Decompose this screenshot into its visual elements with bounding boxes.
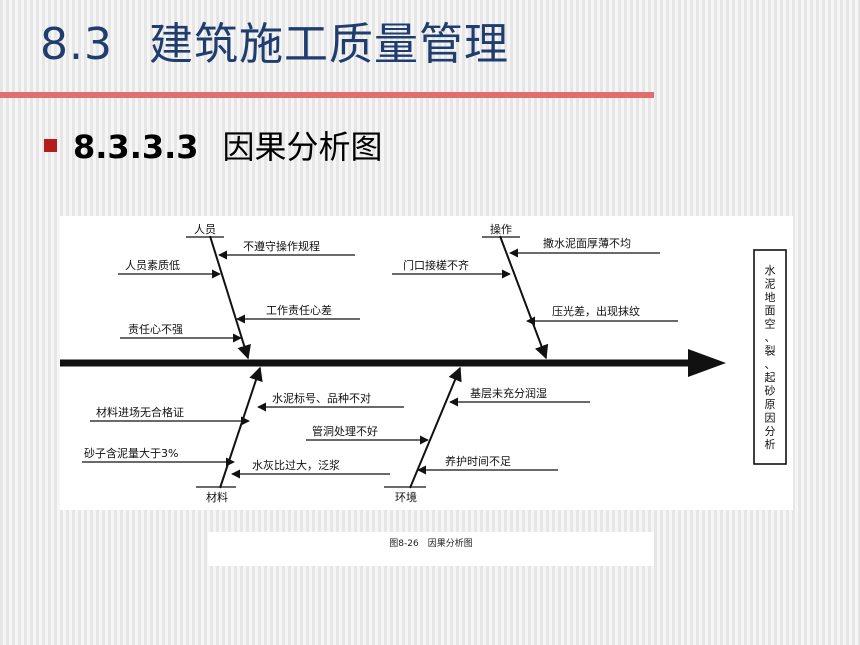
cause-text: 基层未充分润湿	[470, 386, 547, 400]
bone-personnel	[209, 235, 251, 360]
category-label-personnel: 人员	[194, 223, 216, 236]
figure-caption: 图8-26 因果分析图	[389, 539, 473, 549]
cause-text: 责任心不强	[128, 323, 183, 336]
subsection-number: 8.3.3.3	[73, 128, 199, 166]
slide-title: 8.3 建筑施工质量管理	[40, 8, 509, 72]
caption-box: 图8-26 因果分析图	[208, 532, 654, 566]
section-number: 8.3	[40, 19, 113, 70]
section-title: 建筑施工质量管理	[148, 19, 509, 70]
bone-material	[219, 366, 263, 489]
cause-text: 砂子含泥量大于3%	[84, 446, 178, 460]
cause-text: 不遵守操作规程	[243, 239, 320, 253]
cause-text: 门口接槎不齐	[403, 258, 469, 272]
effect-text: 水泥地面空、裂、起砂原因分析	[765, 264, 776, 451]
spine-arrowhead	[688, 349, 726, 377]
cause-text: 工作责任心差	[266, 303, 332, 317]
cause-text: 人员素质低	[125, 259, 180, 272]
bullet-square-icon	[44, 138, 57, 152]
title-underline	[0, 92, 654, 98]
cause-text: 管洞处理不好	[312, 424, 378, 438]
cause-text: 撒水泥面厚薄不均	[543, 236, 631, 250]
fishbone-diagram: 水泥地面空、裂、起砂原因分析 人员 操作 材料 环境 不遵守操作规程 人员素质低…	[60, 216, 793, 510]
bone-operation	[499, 235, 549, 360]
cause-text: 水泥标号、品种不对	[272, 391, 371, 405]
cause-text: 水灰比过大，泛浆	[252, 458, 340, 472]
subsection-title: 因果分析图	[222, 128, 383, 166]
category-label-operation: 操作	[490, 222, 512, 236]
category-label-environment: 环境	[395, 490, 417, 504]
cause-text: 压光差，出现抹纹	[552, 304, 640, 318]
cause-text: 材料进场无合格证	[96, 405, 184, 419]
fishbone-svg: 水泥地面空、裂、起砂原因分析 人员 操作 材料 环境 不遵守操作规程 人员素质低…	[60, 222, 787, 504]
effect-box	[753, 249, 787, 465]
subsection-heading: 8.3.3.3 因果分析图	[44, 122, 383, 168]
category-label-material: 材料	[206, 490, 228, 504]
cause-text: 养护时间不足	[445, 454, 511, 468]
